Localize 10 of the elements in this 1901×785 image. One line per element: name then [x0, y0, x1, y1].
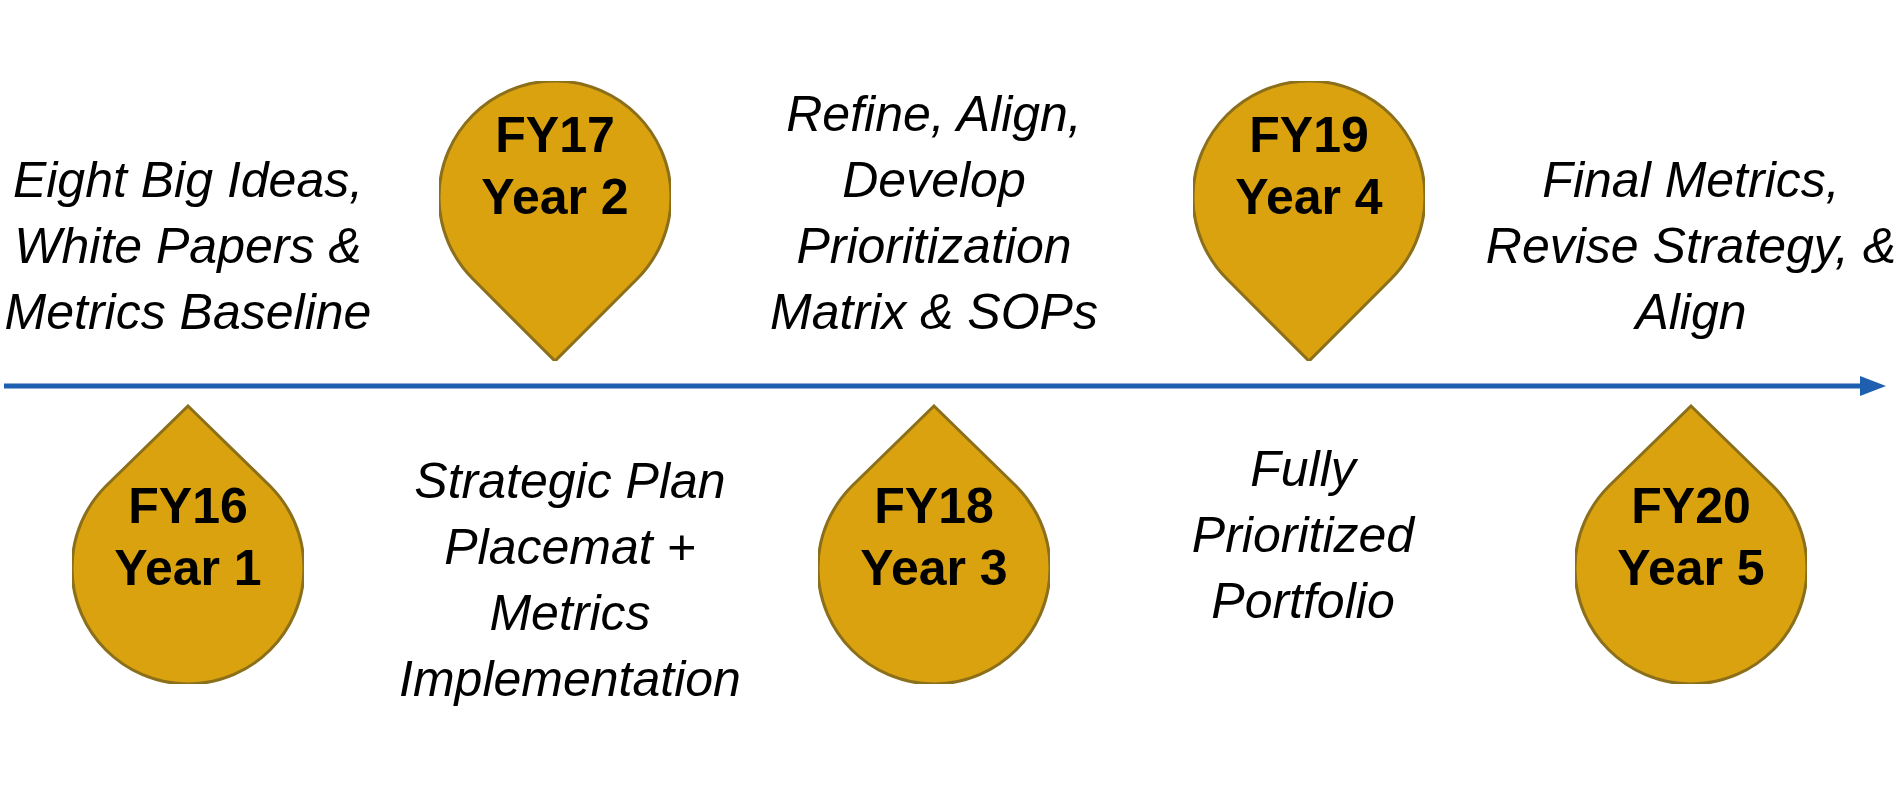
year-label: FY17 Year 2 [480, 106, 630, 227]
milestone-description: Refine, Align, Develop Prioritization Matrix & SOPs [769, 85, 1099, 342]
year-label: FY19 Year 4 [1234, 106, 1384, 227]
year-label: FY20 Year 5 [1616, 477, 1766, 598]
milestone-description: Strategic Plan Placemat + Metrics Implementation [398, 452, 742, 709]
milestone-description: Eight Big Ideas, White Papers & Metrics Baseline [3, 151, 373, 342]
year-label: FY16 Year 1 [113, 477, 263, 598]
milestone-description: Final Metrics, Revise Strategy, & Align [1484, 151, 1898, 342]
year-label: FY18 Year 3 [859, 477, 1009, 598]
milestone-description: Fully Prioritized Portfolio [1190, 440, 1417, 631]
